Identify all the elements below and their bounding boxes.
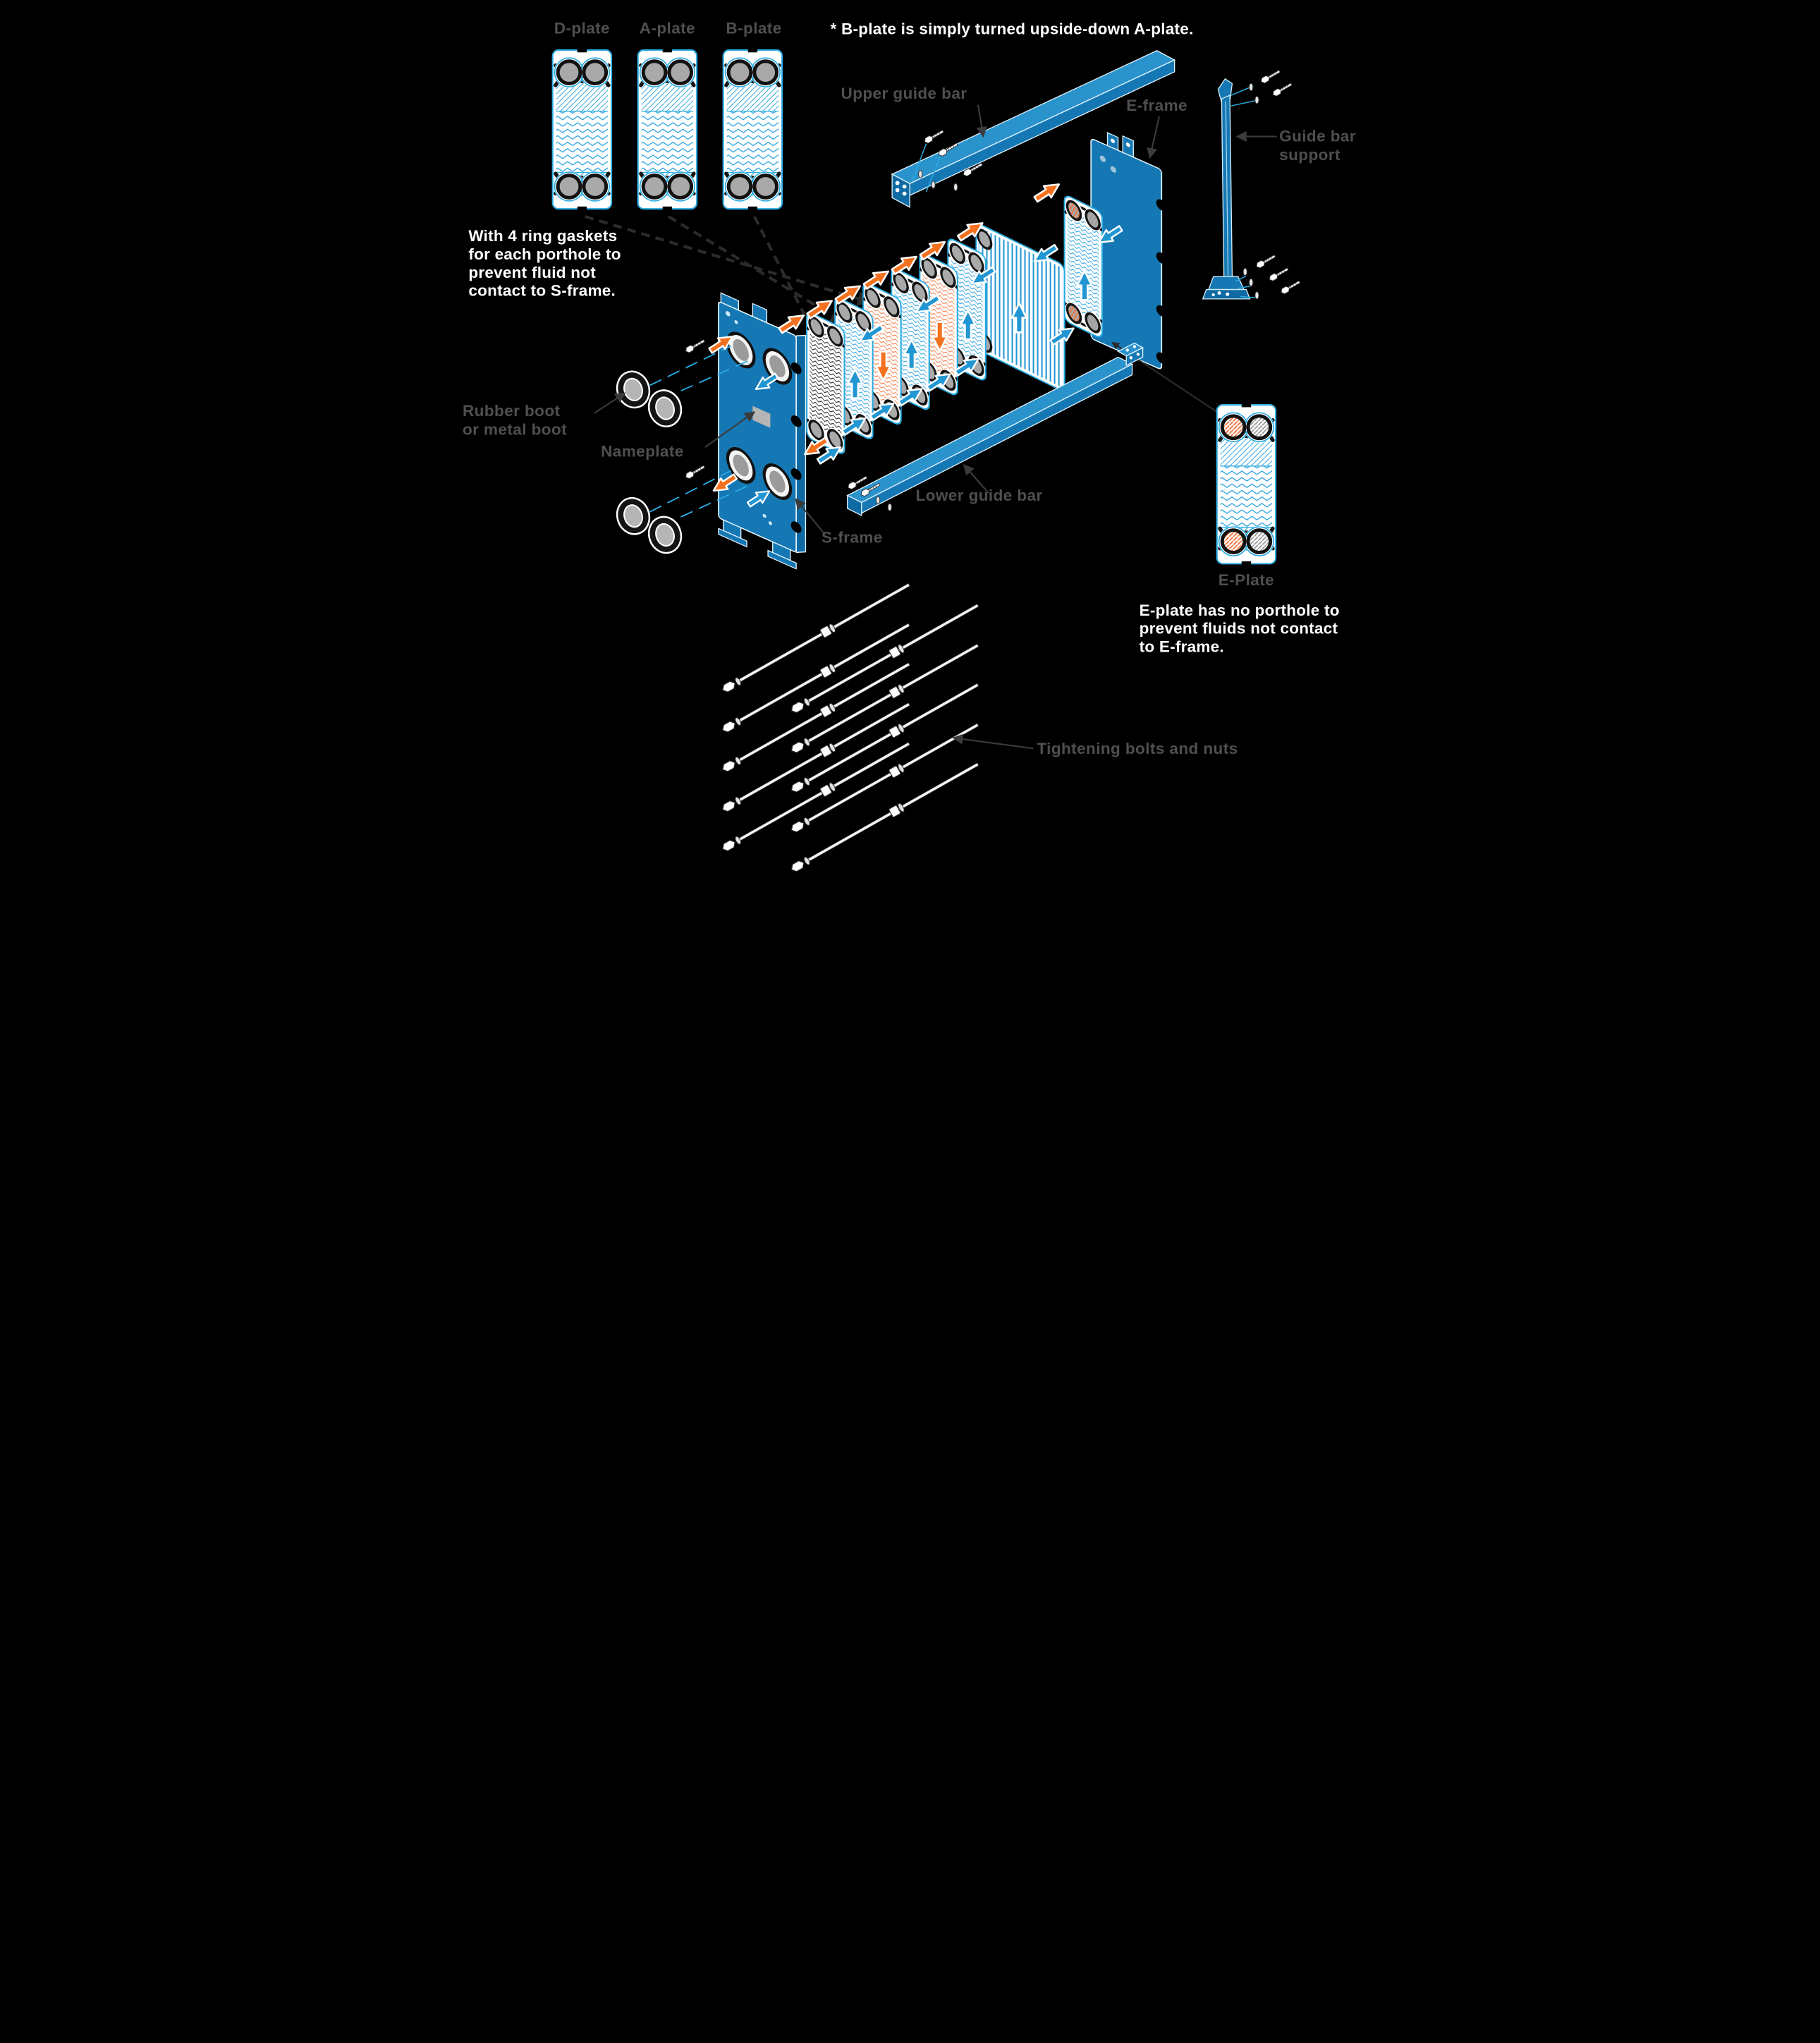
a-plate-illustration	[637, 48, 696, 210]
tightening-bolts	[719, 580, 981, 874]
note-e-plate: E-plate has no porthole to prevent fluid…	[1139, 602, 1339, 656]
label-d-plate: D-plate	[554, 20, 609, 37]
b-plate-illustration	[723, 48, 781, 210]
lower-guide-bar-illustration	[845, 342, 1144, 517]
label-guide-bar-support-2: support	[1279, 146, 1340, 164]
label-tightening-bolts: Tightening bolts and nuts	[1037, 740, 1238, 757]
e-plate-illustration	[1216, 403, 1275, 566]
note-b-plate: * B-plate is simply turned upside-down A…	[830, 20, 1193, 37]
rubber-boots	[611, 338, 750, 559]
rubber-boot	[611, 492, 655, 539]
heat-exchanger-exploded-diagram: D-plate A-plate B-plate * B-plate is sim…	[463, 20, 1356, 874]
rubber-boot	[642, 511, 687, 559]
svg-text:E-plate has no porthole to: E-plate has no porthole to	[1139, 602, 1339, 619]
label-e-plate: E-Plate	[1218, 571, 1274, 589]
guide-bar-support-illustration	[1202, 68, 1302, 300]
diagram-page: D-plate A-plate B-plate * B-plate is sim…	[456, 0, 1365, 1022]
flow-arrow-orange	[1030, 177, 1063, 207]
nameplate-plate	[752, 405, 770, 428]
label-guide-bar-support-1: Guide bar	[1279, 127, 1356, 145]
svg-text:prevent fluid not: prevent fluid not	[468, 264, 596, 281]
d-plate-illustration	[552, 48, 611, 210]
stack-e-plate	[1064, 193, 1101, 340]
stack-plate-dark	[807, 310, 844, 457]
note-ring-gaskets: With 4 ring gaskets for each porthole to…	[468, 227, 621, 300]
rubber-boot	[642, 385, 687, 432]
svg-text:With 4 ring gaskets: With 4 ring gaskets	[468, 227, 617, 245]
label-lower-guide-bar: Lower guide bar	[915, 487, 1042, 504]
svg-text:to E-frame.: to E-frame.	[1139, 638, 1223, 656]
label-upper-guide-bar: Upper guide bar	[841, 85, 967, 102]
label-a-plate: A-plate	[639, 20, 695, 37]
label-s-frame: S-frame	[822, 528, 883, 546]
rubber-boot	[611, 366, 655, 413]
svg-text:contact to S-frame.: contact to S-frame.	[468, 282, 616, 300]
label-b-plate: B-plate	[726, 20, 781, 37]
svg-text:for each porthole to: for each porthole to	[468, 245, 621, 263]
label-rubber-boot-2: or metal boot	[463, 421, 567, 439]
label-rubber-boot-1: Rubber boot	[463, 402, 560, 420]
svg-text:prevent fluids not contact: prevent fluids not contact	[1139, 620, 1338, 638]
s-frame-illustration	[717, 292, 806, 570]
upper-guide-bar-illustration	[891, 50, 1175, 208]
dashed-guides	[584, 215, 872, 343]
label-nameplate: Nameplate	[601, 442, 684, 460]
plate-stack	[807, 193, 1102, 457]
label-e-frame: E-frame	[1126, 97, 1187, 114]
